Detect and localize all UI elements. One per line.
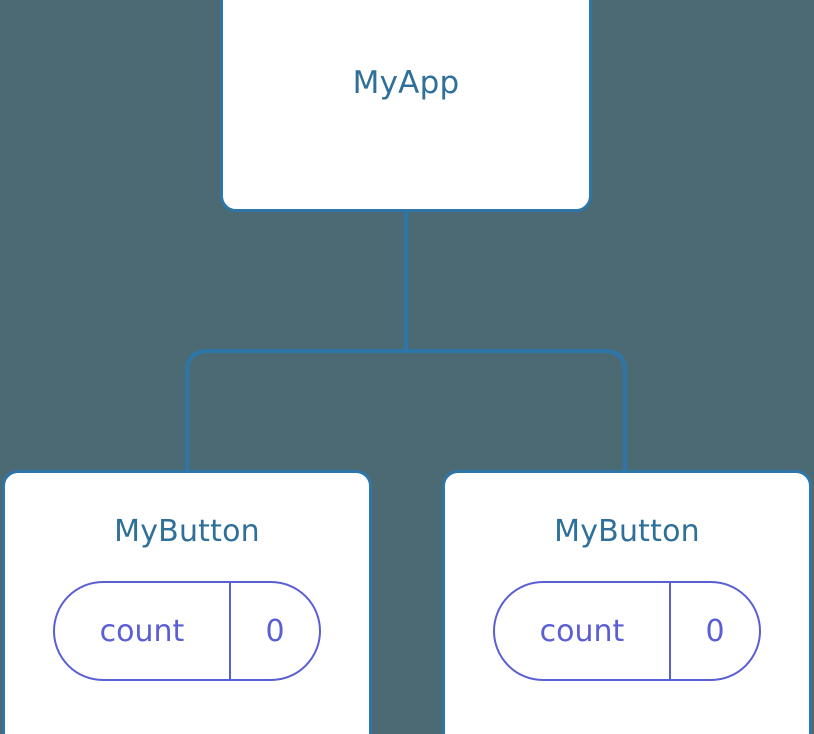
node-mybutton-2-label: MyButton — [554, 514, 700, 549]
node-mybutton-2[interactable]: MyButton count 0 — [442, 470, 812, 734]
node-mybutton-1[interactable]: MyButton count 0 — [2, 470, 372, 734]
edge-branch-bar — [185, 349, 627, 470]
state-pill-count-2[interactable]: count 0 — [493, 581, 761, 681]
node-mybutton-1-label: MyButton — [114, 514, 260, 549]
node-myapp-label: MyApp — [352, 65, 460, 101]
node-myapp[interactable]: MyApp — [220, 0, 592, 212]
state-pill-value: 0 — [265, 613, 285, 649]
state-pill-key: count — [495, 583, 671, 679]
state-pill-key: count — [55, 583, 231, 679]
state-pill-count-1[interactable]: count 0 — [53, 581, 321, 681]
state-pill-value: 0 — [705, 613, 725, 649]
